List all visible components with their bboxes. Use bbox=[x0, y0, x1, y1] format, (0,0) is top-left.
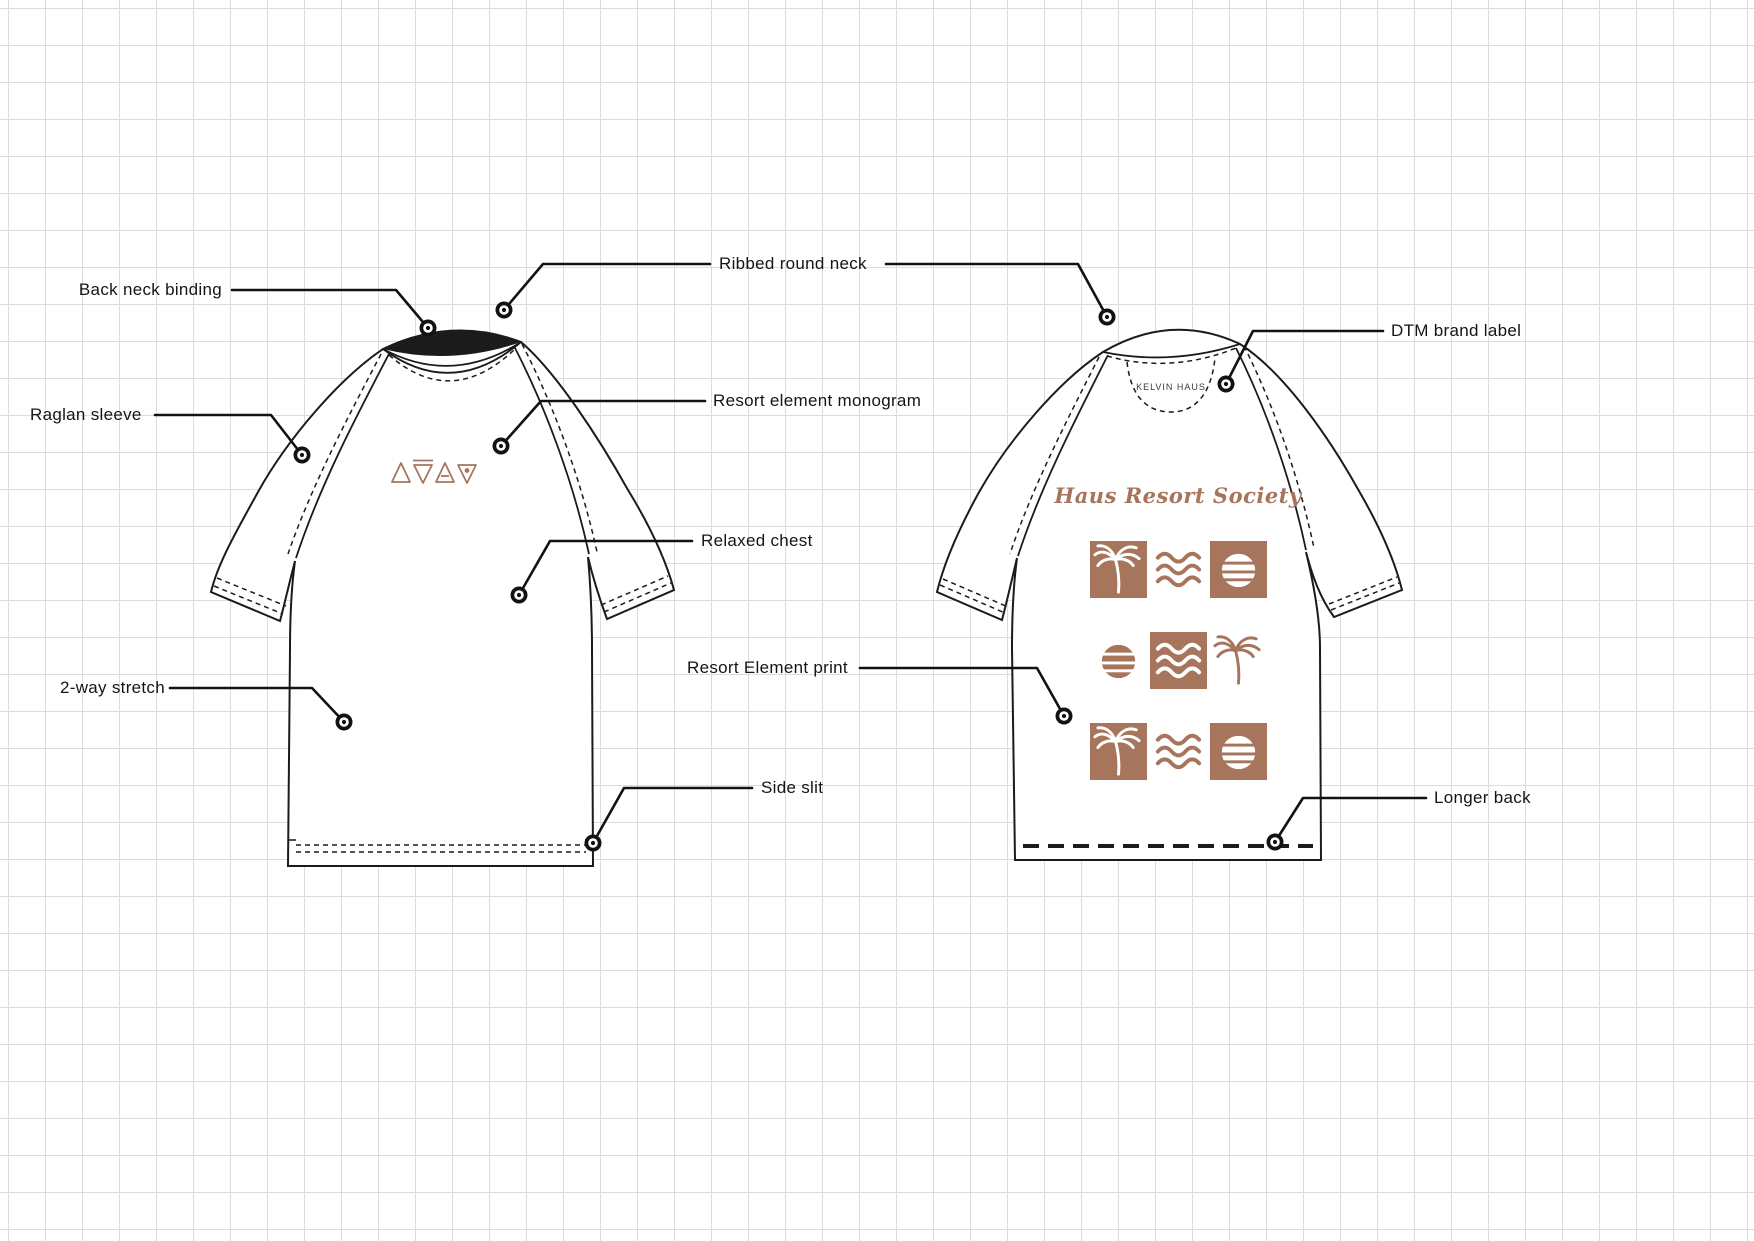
front-view-sketch bbox=[209, 329, 676, 867]
back-view-sketch: KELVIN HAUS Haus Resort Society bbox=[935, 328, 1404, 861]
callout-label-resort-element-monogram: Resort element monogram bbox=[713, 391, 922, 410]
front-right-cuff-stitch-1 bbox=[603, 582, 672, 613]
callout-line-dtm-brand-label bbox=[1224, 329, 1385, 386]
front-raglan-stitch-right bbox=[521, 343, 598, 553]
front-left-cuff-stitch-1 bbox=[213, 585, 284, 615]
back-neck-stitch bbox=[1106, 347, 1237, 365]
back-raglan-seam-right bbox=[1235, 347, 1307, 551]
callout-label-2-way-stretch: 2-way stretch bbox=[60, 678, 165, 697]
print-cell-palm-on-brown bbox=[1090, 723, 1147, 780]
front-raglan-stitch-left bbox=[287, 353, 382, 555]
front-shirt-outline bbox=[209, 329, 676, 867]
callout-dot-2-way-stretch bbox=[335, 713, 353, 731]
callout-label-ribbed-round-neck: Ribbed round neck bbox=[719, 254, 867, 273]
print-cell-sun-on-brown bbox=[1210, 541, 1267, 598]
callout-dot-raglan-sleeve bbox=[293, 446, 311, 464]
callout-label-longer-back: Longer back bbox=[1434, 788, 1531, 807]
callout-line-side-slit bbox=[591, 786, 754, 845]
callout-line-resort-element-monogram bbox=[499, 399, 707, 448]
triangle-down-bar-icon bbox=[413, 459, 433, 484]
resort-print-grid bbox=[1090, 541, 1267, 780]
back-neck-brand-label: KELVIN HAUS bbox=[1136, 382, 1206, 392]
callout-line-2-way-stretch bbox=[168, 686, 346, 724]
front-raglan-seam-left bbox=[295, 351, 391, 559]
back-right-cuff-stitch-2 bbox=[1328, 576, 1398, 605]
back-script-text: Haus Resort Society bbox=[1053, 483, 1303, 508]
callout-label-dtm-brand-label: DTM brand label bbox=[1391, 321, 1522, 340]
dtm-label-stitch-circle bbox=[1126, 357, 1216, 413]
callout-label-resort-element-print: Resort Element print bbox=[687, 658, 848, 677]
callout-lines bbox=[153, 262, 1428, 852]
triangle-up-icon bbox=[391, 462, 411, 483]
triangle-down-dot-icon bbox=[457, 464, 477, 484]
callout-line-back-neck-binding bbox=[230, 288, 430, 330]
front-neckline-seam bbox=[382, 341, 522, 374]
back-shirt-outline bbox=[935, 328, 1404, 861]
back-neck-binding-shadow bbox=[383, 330, 521, 357]
front-neck-rib-inner bbox=[382, 341, 522, 367]
print-cell-palm-on-brown bbox=[1090, 541, 1147, 598]
callout-dot-longer-back bbox=[1266, 833, 1284, 851]
back-neck-band bbox=[1102, 343, 1241, 359]
print-cell-sun-on-brown bbox=[1210, 723, 1267, 780]
callout-dot-ribbed-round-neck-back bbox=[1098, 308, 1116, 326]
back-raglan-seam-left bbox=[1017, 354, 1109, 557]
callout-label-raglan-sleeve: Raglan sleeve bbox=[30, 405, 142, 424]
callout-dot-dtm-brand-label bbox=[1217, 375, 1235, 393]
resort-element-monogram bbox=[391, 459, 477, 484]
back-left-cuff-stitch-2 bbox=[942, 578, 1009, 608]
front-neck-stitch bbox=[388, 347, 517, 382]
callout-dot-resort-element-print bbox=[1055, 707, 1073, 725]
print-cell-waves-on-brown bbox=[1150, 632, 1207, 689]
callout-label-back-neck-binding: Back neck binding bbox=[78, 280, 222, 299]
back-left-cuff-stitch-1 bbox=[939, 584, 1006, 614]
callout-line-longer-back bbox=[1273, 796, 1428, 844]
callout-line-ribbed-round-neck-front bbox=[502, 262, 712, 312]
callout-line-ribbed-round-neck-back bbox=[884, 262, 1109, 319]
callout-line-resort-element-print bbox=[858, 666, 1066, 718]
front-left-cuff-stitch-2 bbox=[216, 577, 287, 607]
callout-line-raglan-sleeve bbox=[153, 413, 304, 457]
callout-dot-back-neck-binding bbox=[419, 319, 437, 337]
callout-dot-side-slit bbox=[584, 834, 602, 852]
callout-dot-resort-element-monogram bbox=[492, 437, 510, 455]
back-raglan-stitch-right bbox=[1243, 345, 1315, 549]
front-right-cuff-stitch-2 bbox=[600, 575, 669, 606]
callout-label-relaxed-chest: Relaxed chest bbox=[701, 531, 813, 550]
callout-line-relaxed-chest bbox=[517, 539, 694, 597]
front-raglan-seam-right bbox=[513, 345, 590, 555]
back-raglan-stitch-left bbox=[1009, 356, 1100, 555]
callout-label-side-slit: Side slit bbox=[761, 778, 824, 797]
callout-dot-ribbed-round-neck-front bbox=[495, 301, 513, 319]
triangle-up-line-icon bbox=[435, 462, 455, 483]
back-right-cuff-stitch-1 bbox=[1330, 582, 1400, 611]
callout-dot-relaxed-chest bbox=[510, 586, 528, 604]
